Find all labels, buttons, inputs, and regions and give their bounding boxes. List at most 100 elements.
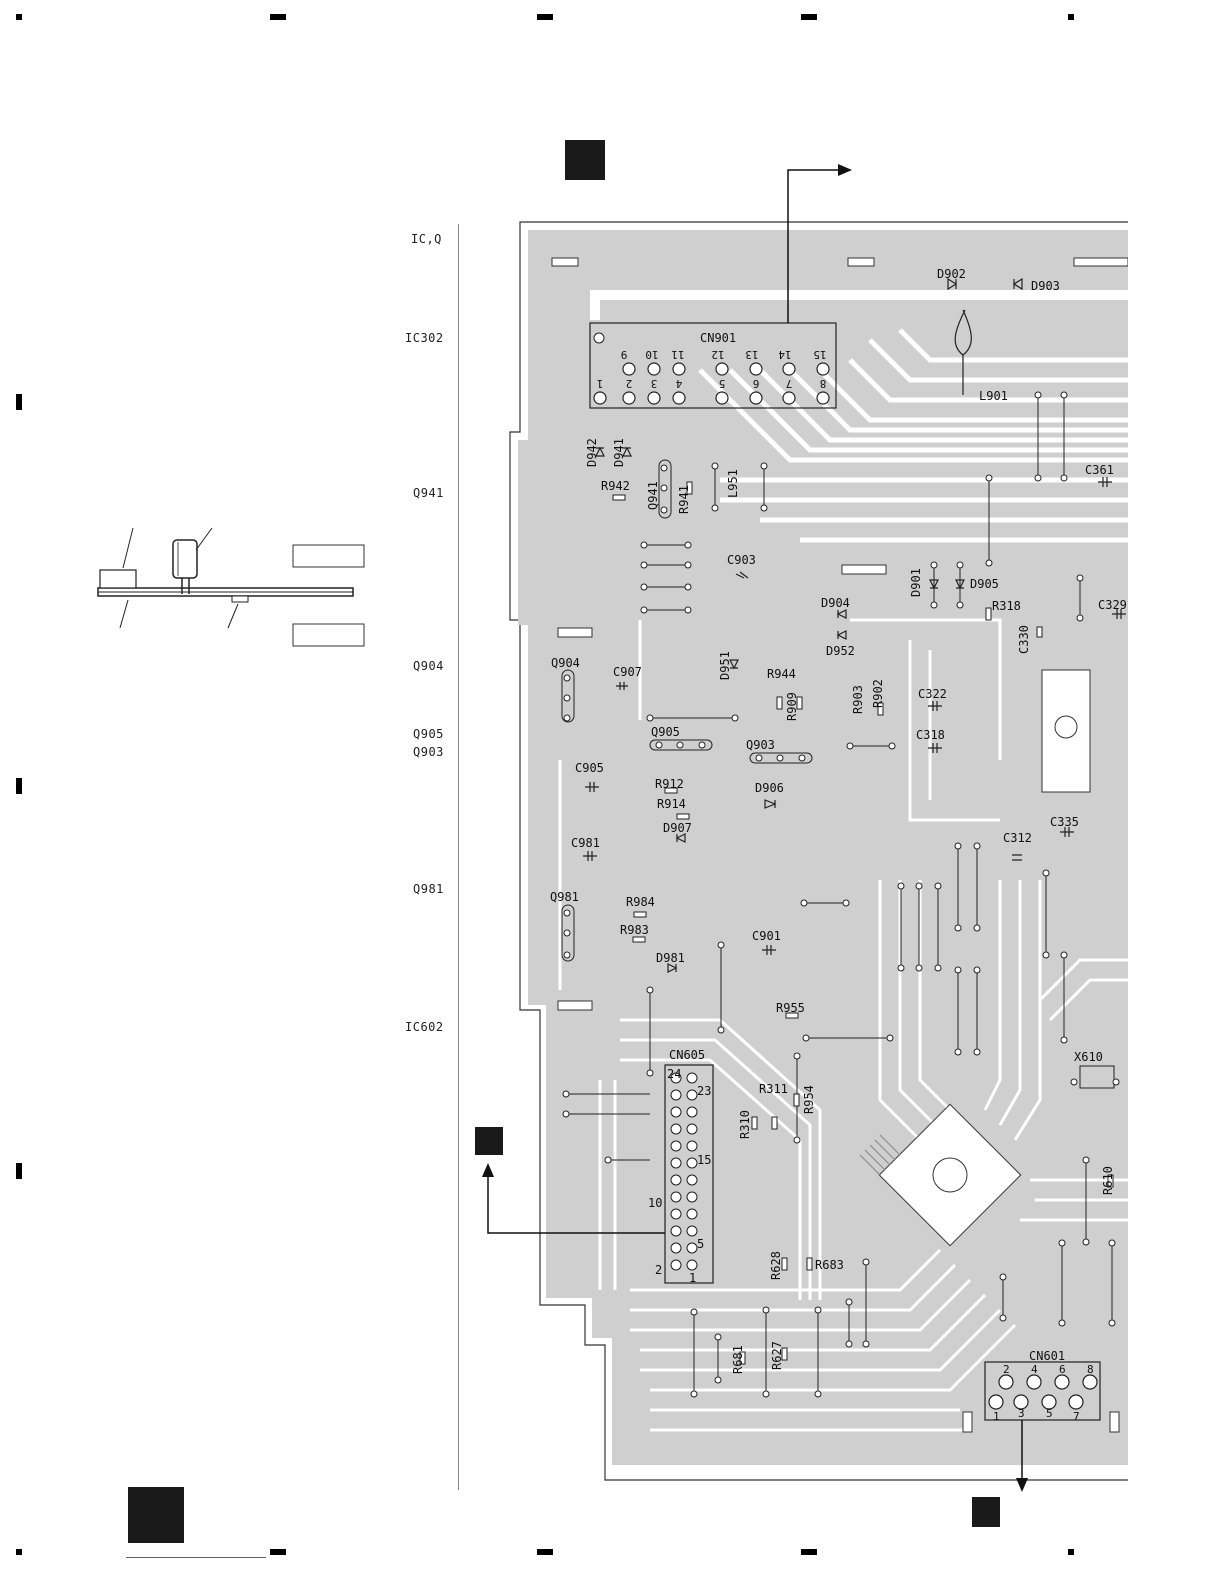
label-c905: C905: [575, 761, 604, 775]
label-r318: R318: [992, 599, 1021, 613]
cn605-pad: [670, 1089, 682, 1101]
label-d942: D942: [585, 438, 599, 467]
cn605-pad: [670, 1242, 682, 1254]
registration-mark: [16, 394, 22, 410]
cn605-pad: [670, 1157, 682, 1169]
marker-square-icon: [972, 1497, 1000, 1527]
arrow-down-icon: [1016, 1420, 1028, 1492]
cn601-connector: [984, 1361, 1101, 1421]
label-r681: R681: [731, 1345, 745, 1374]
cn901-pin-label: 15: [813, 348, 826, 361]
cn605-pad: [686, 1191, 698, 1203]
label-r909: R909: [785, 692, 799, 721]
cn605-pad: [686, 1208, 698, 1220]
label-d901: D901: [909, 568, 923, 597]
registration-mark: [1068, 1549, 1074, 1555]
q904-outline: [561, 669, 575, 723]
label-r983: R983: [620, 923, 649, 937]
cn605-pad: [686, 1072, 698, 1084]
label-r683: R683: [815, 1258, 844, 1272]
cn901-pin-label: 6: [753, 377, 760, 390]
cn605-pad: [670, 1140, 682, 1152]
label-d905: D905: [970, 577, 999, 591]
registration-mark: [270, 1549, 286, 1555]
label-r902: R902: [871, 679, 885, 708]
cn601-pin-label: 7: [1073, 1410, 1080, 1423]
cn605-pad: [686, 1225, 698, 1237]
side-view-legend: [97, 527, 365, 647]
label-cn605: CN605: [669, 1048, 705, 1062]
registration-mark: [270, 14, 286, 20]
label-d907: D907: [663, 821, 692, 835]
cn901-pin-label: 3: [651, 377, 658, 390]
cn605-pin-label: 2: [655, 1263, 662, 1277]
label-r610: R610: [1101, 1166, 1115, 1195]
label-d981: D981: [656, 951, 685, 965]
label-r903: R903: [851, 685, 865, 714]
label-c361: C361: [1085, 463, 1114, 477]
label-c329: C329: [1098, 598, 1127, 612]
cn901-pin-label: 12: [711, 348, 724, 361]
label-r912: R912: [655, 777, 684, 791]
label-r955: R955: [776, 1001, 805, 1015]
registration-mark: [16, 14, 22, 20]
label-c335: C335: [1050, 815, 1079, 829]
label-ic602: IC602: [405, 1020, 444, 1034]
cn601-pin-label: 6: [1059, 1363, 1066, 1376]
cn605-pad: [686, 1242, 698, 1254]
cn605-pad: [686, 1174, 698, 1186]
label-c322: C322: [918, 687, 947, 701]
cn605-pad: [686, 1089, 698, 1101]
label-l951: L951: [726, 469, 740, 498]
cn605-pad: [670, 1123, 682, 1135]
cn901-pin-label: 14: [778, 348, 792, 361]
cn605-pad: [670, 1225, 682, 1237]
cn605-pad: [670, 1208, 682, 1220]
registration-mark: [16, 778, 22, 794]
label-r627: R627: [770, 1341, 784, 1370]
label-c907: C907: [613, 665, 642, 679]
label-q904: Q904: [551, 656, 580, 670]
registration-mark: [801, 1549, 817, 1555]
cn605-connector: [664, 1064, 714, 1284]
cn605-pad: [686, 1259, 698, 1271]
cn901-pin-label: 2: [626, 377, 633, 390]
cn601-pin-label: 4: [1031, 1363, 1038, 1376]
cn605-pad: [670, 1259, 682, 1271]
cn601-pin-label: 5: [1046, 1407, 1053, 1420]
label-c981: C981: [571, 836, 600, 850]
cn901-pin-label: 7: [786, 377, 793, 390]
label-c901: C901: [752, 929, 781, 943]
cn901-pin-label: 4: [675, 377, 682, 390]
label-d903: D903: [1031, 279, 1060, 293]
label-q941: Q941: [646, 481, 660, 510]
q941-outline: [658, 459, 672, 519]
cn901-pin-label: 13: [745, 348, 758, 361]
cn605-pin-label: 24: [667, 1067, 681, 1081]
cn605-pad: [686, 1123, 698, 1135]
registration-mark: [537, 14, 553, 20]
q903-outline: [749, 752, 813, 764]
label-c330: C330: [1017, 625, 1031, 654]
cn601-pin-label: 1: [993, 1410, 1000, 1423]
label-q941: Q941: [413, 486, 444, 500]
cn605-pad: [686, 1140, 698, 1152]
cn605-pad: [670, 1174, 682, 1186]
label-ic-q: IC,Q: [411, 232, 442, 246]
marker-square-icon: [565, 140, 605, 180]
label-cn901: CN901: [700, 331, 736, 345]
label-d941: D941: [612, 438, 626, 467]
label-x610: X610: [1074, 1050, 1103, 1064]
arrow-up-icon: [482, 1163, 665, 1234]
marker-square-icon: [475, 1127, 503, 1155]
label-r942: R942: [601, 479, 630, 493]
cn605-pin-label: 15: [697, 1153, 711, 1167]
cn605-pin-label: 23: [697, 1084, 711, 1098]
label-c318: C318: [916, 728, 945, 742]
cn601-pin-label: 8: [1087, 1363, 1094, 1376]
marker-square-icon: [128, 1487, 184, 1543]
q981-outline: [561, 904, 575, 962]
cn901-pin-label: 11: [671, 348, 684, 361]
separator-line: [458, 224, 459, 1490]
label-c903: C903: [727, 553, 756, 567]
